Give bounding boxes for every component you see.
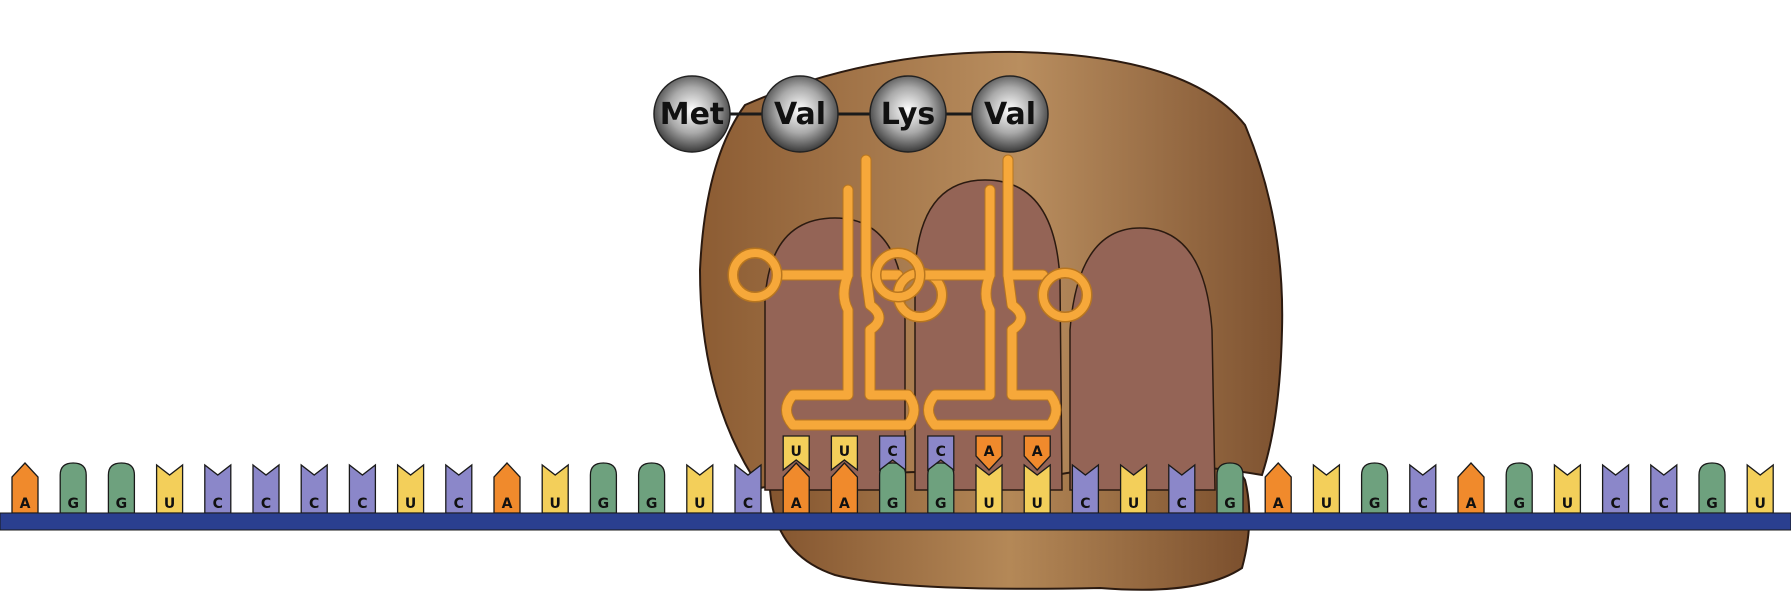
mrna-base-letter: U [1032,496,1043,512]
mrna-base: A [11,462,39,514]
mrna-base-letter: C [213,496,223,512]
mrna-base-letter: U [1321,496,1332,512]
mrna-base: G [1505,462,1533,514]
mrna-base: G [927,462,955,514]
mrna-base-letter: G [116,496,128,512]
mrna-base-letter: U [550,496,561,512]
mrna-base: A [1457,462,1485,514]
anticodon-base-letter: A [984,444,995,460]
amino-acid: Val [761,75,839,153]
mrna-base: G [878,462,907,514]
mrna-base-letter: A [1466,496,1477,512]
mrna-base: U [155,463,184,514]
mrna-base: C [445,463,473,514]
trna-layer [727,154,1093,431]
mrna-base-letter: G [598,496,610,512]
mrna-base-letter: G [887,496,899,512]
mrna-base: C [734,463,762,514]
mrna-base: G [1698,462,1726,514]
mrna-base-letter: U [1755,496,1766,512]
mrna-base: U [541,463,569,514]
amino-acid-label: Met [660,97,725,132]
anticodon-base: U [782,435,810,472]
anticodon-base-letter: U [839,444,850,460]
amino-acid: Lys [869,75,947,153]
mrna-base-letter: C [1080,496,1090,512]
mrna-base: A [493,462,521,514]
mrna-base-letter: U [694,496,705,512]
mrna-base-letter: C [1177,496,1187,512]
peptide-chain: Met Val Lys Val [653,75,1049,153]
mrna-base-letter: U [164,496,175,512]
mrna-base-letter: C [743,496,753,512]
anticodon-base: A [975,435,1003,471]
mrna-base-letter: G [1224,496,1236,512]
mrna-base: C [252,463,280,514]
mrna-base: A [1264,462,1292,514]
mrna-base-letter: G [935,496,947,512]
anticodon-base-letter: U [791,444,802,460]
mrna-base-letter: C [1610,496,1620,512]
ribosome-site-3 [1069,227,1216,491]
anticodon-base: C [878,435,907,472]
mrna-base: C [1409,463,1437,514]
mrna-base: C [204,463,232,514]
mrna-base-letter: G [646,496,658,512]
mrna-base-letter: G [1369,496,1381,512]
mrna-base: U [686,463,714,514]
amino-acid: Met [653,75,731,153]
amino-acid: Val [971,75,1049,153]
mrna-base-letter: A [20,496,31,512]
mrna-base: G [1216,462,1244,514]
mrna-base: G [107,462,136,514]
anticodon-base: C [927,435,955,472]
mrna-base-letter: A [502,496,513,512]
mrna-base: C [1601,463,1630,514]
mrna-base: C [300,463,328,514]
mrna-base-letter: U [1128,496,1139,512]
mrna-base-letter: U [983,496,994,512]
anticodon-base: A [1023,435,1051,471]
mrna-base: G [1360,462,1389,514]
anticodon-base-letter: A [1032,444,1043,460]
mrna-backbone [0,512,1791,531]
mrna-base: C [348,463,377,514]
trna [870,154,1093,431]
amino-acid-label: Lys [881,97,936,132]
mrna-base: U [1553,463,1582,514]
mrna-base-letter: A [791,496,802,512]
mrna-base-letter: U [1562,496,1573,512]
mrna-base-letter: G [1513,496,1525,512]
amino-acid-label: Val [774,97,826,132]
mrna-base-letter: G [67,496,79,512]
anticodon-base: U [830,435,859,472]
mrna-base: U [1312,463,1341,514]
mrna-base: G [637,462,666,514]
mrna-base-letter: A [1273,496,1284,512]
anticodon-base-letter: C [887,444,897,460]
mrna-base-letter: C [357,496,367,512]
mrna-base-letter: C [1418,496,1428,512]
mrna-base: G [59,462,87,514]
mrna-base-letter: C [309,496,319,512]
mrna-base-letter: C [1659,496,1669,512]
mrna-base-letter: A [839,496,850,512]
mrna-base: U [396,463,425,514]
mrna-base: G [589,462,618,514]
anticodon-base-letter: C [936,444,946,460]
mrna-base-letter: G [1706,496,1718,512]
mrna-base-letter: U [405,496,416,512]
mrna-base: C [1650,463,1678,514]
mrna-base-letter: C [261,496,271,512]
amino-acid-label: Val [984,97,1036,132]
mrna-base: U [1746,463,1774,514]
mrna-base-letter: C [454,496,464,512]
